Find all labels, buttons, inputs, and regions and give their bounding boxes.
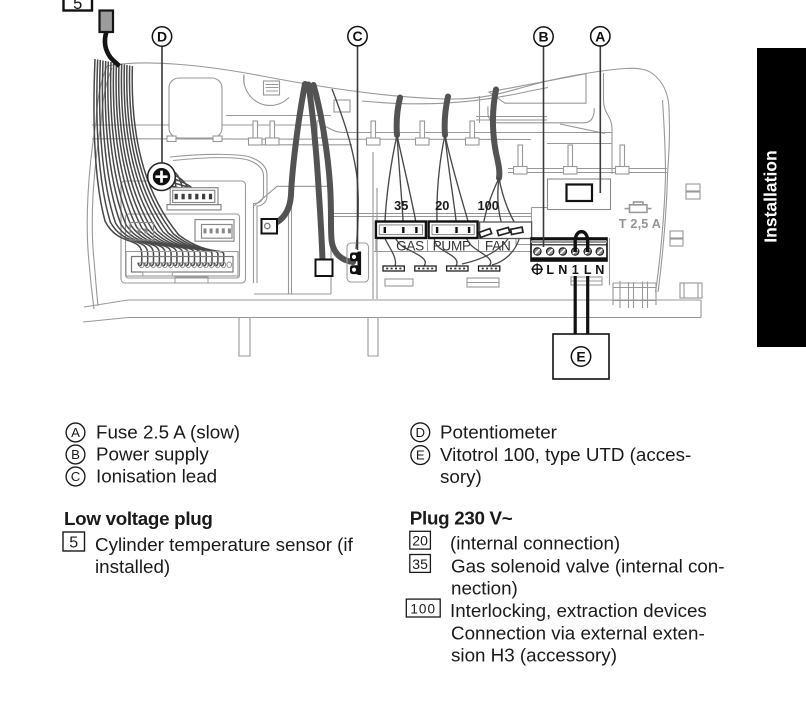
svg-text:T 2,5 A: T 2,5 A: [619, 217, 661, 231]
svg-text:GAS: GAS: [396, 239, 424, 254]
svg-text:C: C: [352, 28, 362, 44]
svg-text:Ionisation lead: Ionisation lead: [96, 466, 217, 487]
svg-text:FAN: FAN: [485, 239, 511, 254]
svg-text:20: 20: [412, 533, 428, 549]
svg-text:100: 100: [410, 602, 436, 617]
svg-text:(internal connection): (internal connection): [450, 533, 620, 554]
svg-text:C: C: [71, 469, 81, 484]
svg-text:5: 5: [69, 535, 78, 552]
svg-text:D: D: [416, 425, 426, 440]
svg-text:20: 20: [435, 198, 449, 213]
svg-text:B: B: [71, 447, 80, 462]
svg-text:Low voltage plug: Low voltage plug: [64, 508, 213, 529]
svg-text:Installation: Installation: [761, 150, 781, 242]
svg-text:E: E: [576, 349, 585, 365]
svg-text:5: 5: [73, 0, 82, 13]
svg-text:Power supply: Power supply: [96, 444, 209, 465]
svg-text:Fuse 2.5 A (slow): Fuse 2.5 A (slow): [96, 422, 240, 443]
svg-text:installed): installed): [95, 556, 170, 577]
svg-text:Interlocking, extraction devic: Interlocking, extraction devices: [450, 600, 707, 621]
svg-text:35: 35: [394, 198, 408, 213]
svg-text:Potentiometer: Potentiometer: [440, 422, 557, 443]
svg-text:1: 1: [572, 263, 579, 277]
svg-text:L: L: [584, 263, 592, 277]
svg-text:B: B: [538, 29, 548, 45]
svg-text:sion H3 (accessory): sion H3 (accessory): [451, 645, 617, 666]
svg-text:D: D: [157, 29, 167, 45]
svg-text:Plug 230 V~: Plug 230 V~: [410, 508, 513, 529]
svg-text:N: N: [558, 263, 567, 277]
svg-text:100: 100: [478, 198, 499, 213]
svg-text:A: A: [71, 425, 80, 440]
svg-text:sory): sory): [440, 466, 482, 487]
svg-text:N: N: [595, 263, 604, 277]
svg-text:35: 35: [412, 556, 428, 572]
svg-text:E: E: [416, 448, 425, 463]
svg-text:Cylinder temperature sensor (i: Cylinder temperature sensor (if: [95, 534, 354, 555]
svg-text:L: L: [546, 263, 554, 277]
svg-text:Connection via external exten-: Connection via external exten-: [451, 622, 705, 643]
svg-text:Gas solenoid valve (internal c: Gas solenoid valve (internal con-: [451, 555, 725, 576]
svg-text:PUMP: PUMP: [433, 239, 471, 254]
svg-text:Vitotrol 100, type UTD (acces-: Vitotrol 100, type UTD (acces-: [440, 444, 691, 465]
svg-text:A: A: [595, 28, 605, 44]
svg-text:nection): nection): [451, 578, 518, 599]
